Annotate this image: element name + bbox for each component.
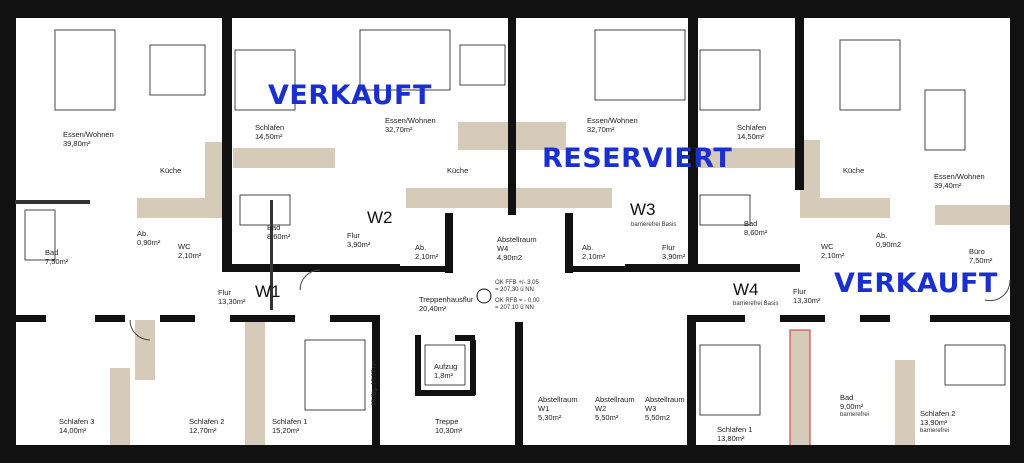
level-ok-ffb: OK FFB +/- 3,05 [495,280,539,286]
status-sold-w2: VERKAUFT [268,80,432,111]
room-label: Ab.0,90m2 [876,231,902,249]
unit-label-w4: W4 [733,280,759,299]
status-sold-w4: VERKAUFT [834,268,998,299]
room-label: Ab.2,10m² [582,243,606,261]
status-reserved-w3: RESERVIERT [542,143,733,174]
room-label: Küche [447,166,469,175]
unit-label-w1: W1 [255,282,281,301]
unit-label-w3: W3 [630,200,656,219]
cabinets [110,122,1010,448]
room-label: Ab.0,90m² [137,229,161,247]
unit-note-w3: barrierefrei Basis [631,222,677,228]
level-ok-rfb-nn: = 207,10 ü NN [495,305,534,311]
room-label: Ab.2,10m² [415,243,439,261]
level-ok-ffb-nn: = 207,30 ü NN [495,287,534,293]
unit-label-w2: W2 [367,208,393,227]
room-label: Küche [843,166,865,175]
furniture [24,29,1011,416]
unit-note-w4: barrierefrei Basis [733,301,779,307]
stairs-note: 18 Stg. 18/27 cm [371,360,378,406]
room-label: Küche [160,166,182,175]
level-ok-rfb: OK RFB = - 0,00 [495,298,540,304]
